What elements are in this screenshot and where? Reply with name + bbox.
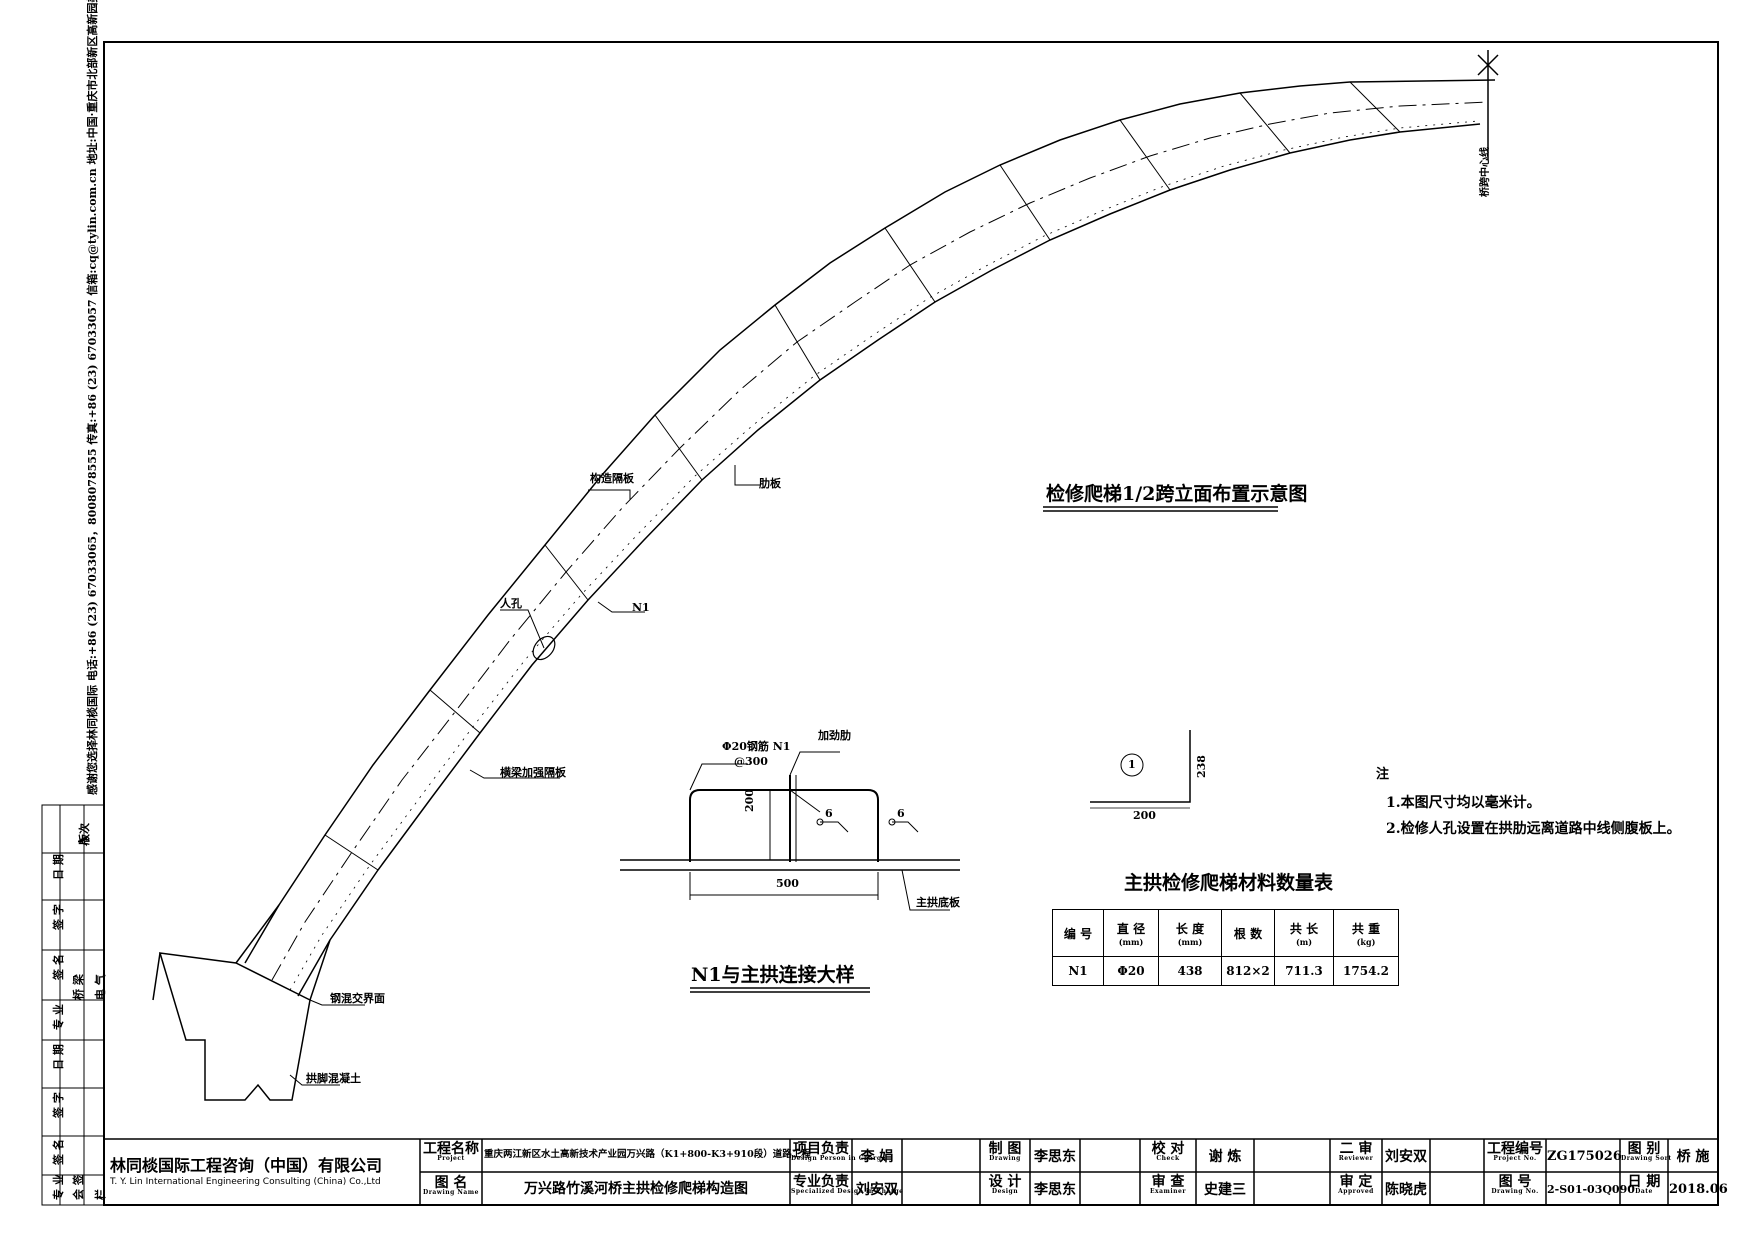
th-zhijing: 直 径(mm) bbox=[1103, 909, 1159, 957]
strip-zhuanye-top-0: 桥 梁 bbox=[72, 974, 85, 1000]
strip-row-6: 签 名 bbox=[52, 1139, 65, 1165]
tb-tb-value: 桥 施 bbox=[1676, 1149, 1710, 1165]
strip-zhuanye-top-1: 电 气 bbox=[94, 974, 107, 1000]
label-gouzao-geban: 构造隔板 bbox=[590, 472, 634, 485]
revision-strip bbox=[41, 804, 105, 1206]
label-jiajinlei: 加劲肋 bbox=[818, 729, 851, 742]
label-renkong: 人孔 bbox=[500, 597, 522, 610]
label-hengliang-geban: 横梁加强隔板 bbox=[500, 766, 566, 779]
label-zhugong-diban: 主拱底板 bbox=[916, 896, 960, 909]
label-bridge-centerline: 桥跨中心线 bbox=[1480, 147, 1491, 197]
strip-row-2: 签 名 bbox=[52, 954, 65, 980]
manhole-icon bbox=[532, 635, 556, 661]
leader-lines bbox=[289, 465, 760, 1086]
company-contact: 感谢您选择林同棪国际 电话:+86 (23) 67033065，80080785… bbox=[86, 0, 99, 795]
main-title: 检修爬梯1/2跨立面布置示意图 bbox=[1046, 483, 1308, 505]
tb-th-value: 2-S01-03Q090 bbox=[1547, 1183, 1635, 1196]
tb-drawing-value: 万兴路竹溪河桥主拱检修爬梯构造图 bbox=[524, 1181, 748, 1197]
label-dim-200: 200 bbox=[743, 789, 756, 812]
label-gongjiao-hunningtu: 拱脚混凝土 bbox=[306, 1072, 361, 1085]
label-rebar: Φ20钢筋 N1 bbox=[722, 740, 791, 753]
company-name-cn: 林同棪国际工程咨询（中国）有限公司 bbox=[110, 1156, 383, 1175]
title-block-grid bbox=[104, 1138, 1718, 1205]
label-spacing: @300 bbox=[734, 755, 768, 768]
tb-zyfz-value: 刘安双 bbox=[856, 1182, 898, 1198]
strip-row-1: 签 字 bbox=[52, 904, 65, 930]
strip-bottom-0: 会 签 bbox=[72, 1174, 85, 1200]
strip-row-0: 日 期 bbox=[52, 854, 65, 880]
tb-sheji-value: 李思东 bbox=[1034, 1182, 1076, 1198]
strip-version-value: A bbox=[76, 836, 90, 846]
label-gang-hun-jiemian: 钢混交界面 bbox=[330, 992, 385, 1005]
tb-zhitu-value: 李思东 bbox=[1034, 1149, 1076, 1165]
arch-top-edge bbox=[244, 79, 1496, 964]
label-weld-6b: 6 bbox=[897, 807, 905, 820]
th-changdu: 长 度(mm) bbox=[1158, 909, 1222, 957]
company-name-en: T. Y. Lin International Engineering Cons… bbox=[110, 1177, 381, 1187]
title-underlines bbox=[690, 506, 1278, 993]
arch-foot bbox=[152, 904, 331, 1101]
tb-rq-value: 2018.06 bbox=[1669, 1182, 1728, 1197]
tb-jiaodui-value: 谢 炼 bbox=[1208, 1149, 1242, 1165]
n1-circle-label: 1 bbox=[1128, 758, 1136, 771]
strip-row-3: 专 业 bbox=[52, 1004, 65, 1030]
note-1: 1.本图尺寸均以毫米计。 bbox=[1386, 795, 1541, 811]
crown-marker bbox=[1477, 50, 1499, 160]
material-table: 编 号 直 径(mm) 长 度(mm) 根 数 共 长(m) 共 重(kg) N… bbox=[1052, 909, 1399, 986]
arch-rib bbox=[244, 79, 1496, 997]
th-genshu: 根 数 bbox=[1221, 909, 1275, 957]
label-n1: N1 bbox=[632, 601, 650, 614]
table-row: N1 Φ20 438 812×2 711.3 1754.2 bbox=[1052, 956, 1399, 986]
th-bianhao: 编 号 bbox=[1052, 909, 1104, 957]
arch-centerline bbox=[271, 101, 1489, 981]
tb-shencha-value: 史建三 bbox=[1204, 1182, 1246, 1198]
n1-bar-diagram bbox=[1090, 730, 1191, 809]
strip-row-5: 签 字 bbox=[52, 1092, 65, 1118]
label-dim-500: 500 bbox=[776, 877, 799, 890]
strip-row-4: 日 期 bbox=[52, 1044, 65, 1070]
notes-heading: 注 bbox=[1376, 767, 1390, 782]
table-title: 主拱检修爬梯材料数量表 bbox=[1124, 872, 1334, 894]
n1-dim-200: 200 bbox=[1133, 809, 1156, 822]
strip-row-7: 专 业 bbox=[52, 1174, 65, 1200]
label-weld-6a: 6 bbox=[825, 807, 833, 820]
n1-dim-238: 238 bbox=[1195, 755, 1208, 778]
tb-project-value: 重庆两江新区水土高新技术产业园万兴路（K1+800-K3+910段）道路工程 bbox=[484, 1149, 811, 1160]
tb-ershen-value: 刘安双 bbox=[1385, 1149, 1427, 1165]
tb-shending-value: 陈晓虎 bbox=[1385, 1182, 1427, 1198]
detail-title: N1与主拱连接大样 bbox=[691, 964, 855, 986]
tb-xmfz-value: 李 娟 bbox=[860, 1149, 894, 1165]
th-gongchang: 共 长(m) bbox=[1274, 909, 1334, 957]
note-2: 2.检修人孔设置在拱肋远离道路中线侧腹板上。 bbox=[1386, 821, 1681, 837]
sheet-border bbox=[103, 41, 1719, 1206]
strip-bottom-1: 栏 bbox=[94, 1189, 107, 1200]
th-gongzhong: 共 重(kg) bbox=[1333, 909, 1399, 957]
connection-detail bbox=[620, 751, 960, 911]
label-leiban: 肋板 bbox=[759, 477, 781, 490]
tb-gcbh-value: ZG175026 bbox=[1547, 1149, 1622, 1164]
arch-bottom-edge bbox=[297, 123, 1481, 997]
